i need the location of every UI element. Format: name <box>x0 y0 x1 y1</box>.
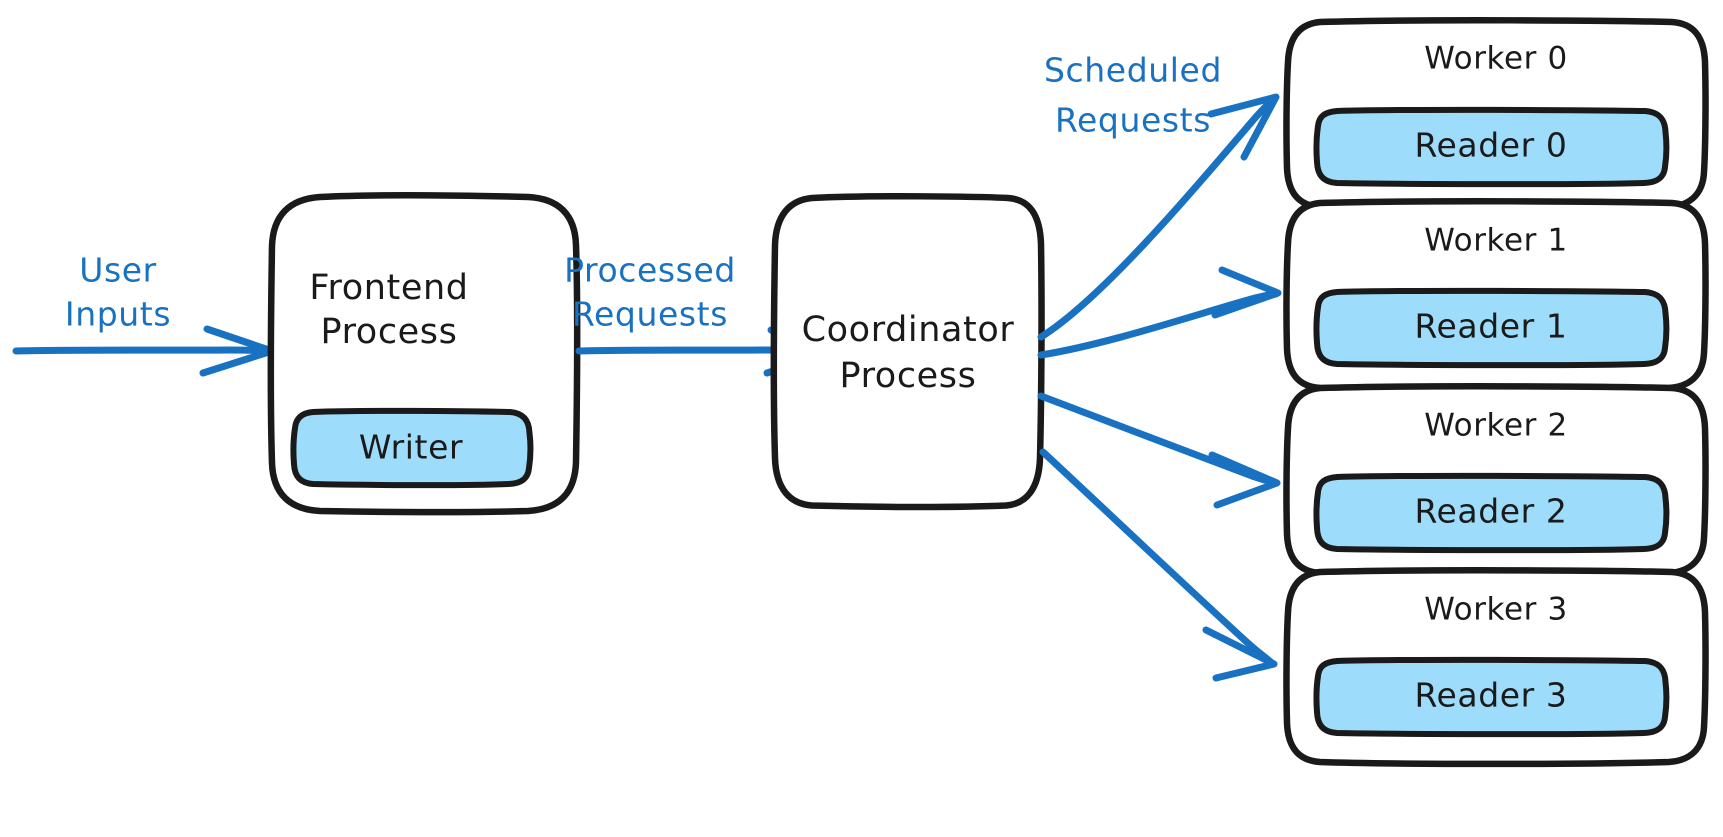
reader-3-label: Reader 3 <box>1414 676 1567 715</box>
writer-box <box>290 407 534 489</box>
user-inputs-label-line2: Inputs <box>65 295 171 334</box>
frontend-process-title-line1: Frontend <box>309 268 468 308</box>
coordinator-worker-0-line <box>1037 95 1278 341</box>
worker-1-title: Worker 1 <box>1424 223 1568 259</box>
worker-0-title: Worker 0 <box>1424 41 1568 77</box>
node-reader-2[interactable]: Reader 2 <box>1313 472 1670 554</box>
edge-processed-requests: Processed Requests <box>564 251 840 377</box>
reader-1-box <box>1313 287 1670 369</box>
coordinator-process-title-line2: Process <box>840 356 977 396</box>
node-worker-3[interactable]: Worker 3 Reader 3 <box>1283 567 1709 768</box>
scheduled-requests-label-line2: Requests <box>1055 101 1211 140</box>
edge-user-inputs: User Inputs <box>12 251 276 377</box>
node-reader-3[interactable]: Reader 3 <box>1313 656 1670 738</box>
edge-coordinator-to-worker-3 <box>1039 448 1278 682</box>
coordinator-process-outline <box>770 193 1045 511</box>
node-coordinator-process[interactable]: Coordinator Process <box>770 193 1045 511</box>
node-frontend-process[interactable]: Frontend Process Writer <box>267 192 581 516</box>
worker-2-title: Worker 2 <box>1424 408 1568 444</box>
reader-0-label: Reader 0 <box>1414 126 1567 165</box>
edge-coordinator-to-worker-1 <box>1037 266 1282 359</box>
node-worker-1[interactable]: Worker 1 Reader 1 <box>1283 198 1709 394</box>
processed-requests-label-line1: Processed <box>564 251 736 290</box>
coordinator-process-title-line1: Coordinator <box>802 310 1015 350</box>
reader-2-box <box>1313 472 1670 554</box>
edge-coordinator-to-worker-2 <box>1037 392 1281 509</box>
scheduled-requests-label-line1: Scheduled <box>1044 51 1222 90</box>
reader-0-box <box>1313 106 1670 188</box>
reader-1-label: Reader 1 <box>1414 307 1567 346</box>
coordinator-worker-0-arrowhead <box>1207 93 1280 161</box>
coordinator-worker-2-arrowhead <box>1208 451 1281 509</box>
node-reader-0[interactable]: Reader 0 <box>1313 106 1670 188</box>
processed-requests-label-line2: Requests <box>572 295 728 334</box>
writer-label: Writer <box>359 428 463 467</box>
user-inputs-line <box>12 346 274 355</box>
reader-3-box <box>1313 656 1670 738</box>
user-inputs-label-line1: User <box>79 251 157 290</box>
worker-3-title: Worker 3 <box>1424 592 1568 628</box>
coordinator-worker-3-line <box>1039 448 1276 667</box>
frontend-process-title-line2: Process <box>321 312 458 352</box>
node-worker-0[interactable]: Worker 0 Reader 0 <box>1283 17 1709 213</box>
coordinator-worker-3-arrowhead <box>1202 626 1278 682</box>
node-reader-1[interactable]: Reader 1 <box>1313 287 1670 369</box>
edge-coordinator-to-worker-0 <box>1037 93 1280 341</box>
coordinator-worker-1-arrowhead <box>1211 266 1282 319</box>
reader-2-label: Reader 2 <box>1414 492 1567 531</box>
edge-scheduled-requests-label: Scheduled Requests <box>1044 51 1222 140</box>
node-worker-2[interactable]: Worker 2 Reader 2 <box>1283 383 1709 579</box>
node-writer[interactable]: Writer <box>290 407 534 489</box>
